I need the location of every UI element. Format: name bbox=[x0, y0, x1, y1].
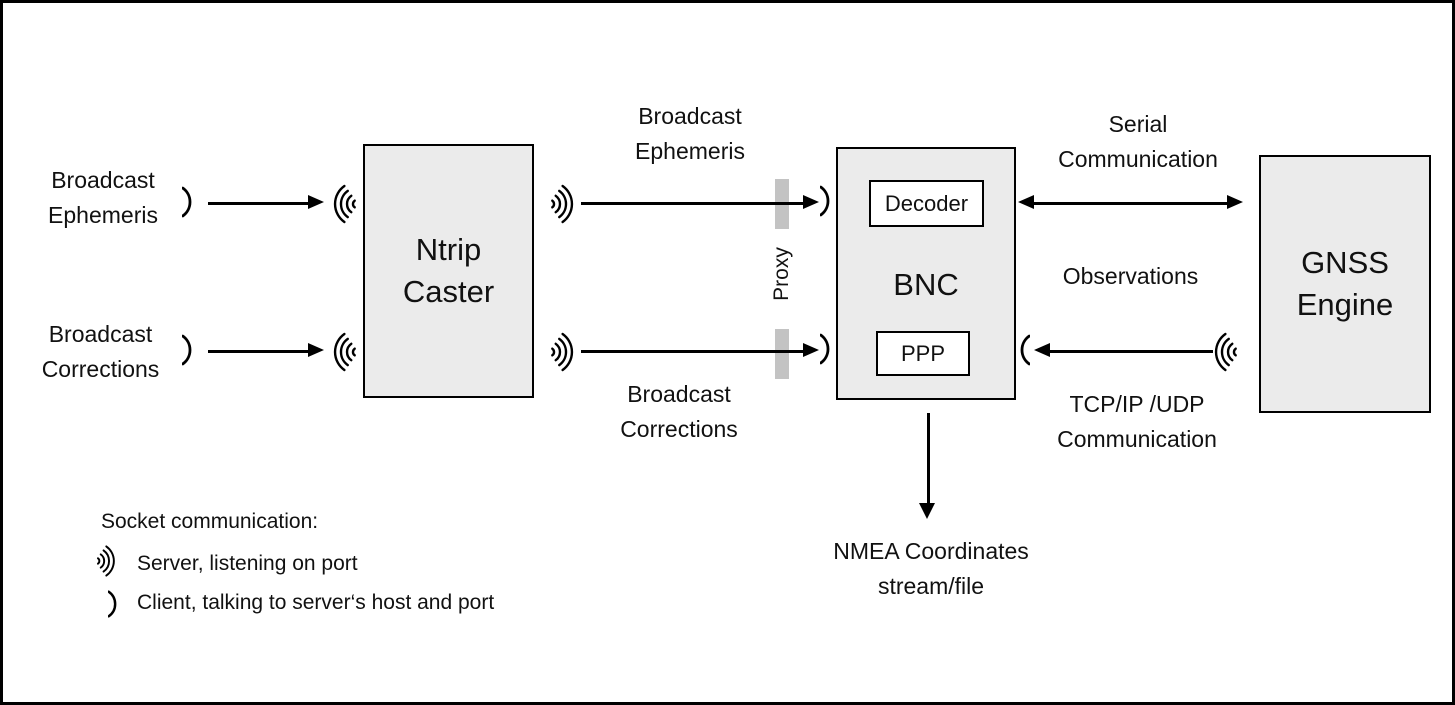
box-title-line: Ntrip bbox=[415, 232, 482, 267]
label-tcpip-udp-communication: TCP/IP /UDP Communication bbox=[1031, 387, 1243, 457]
arrowhead-down bbox=[919, 503, 935, 519]
legend-server-description: Server, listening on port bbox=[137, 552, 358, 575]
client-socket-icon bbox=[1020, 333, 1031, 372]
arrow-ephemeris-to-caster bbox=[208, 202, 308, 205]
label-line: Broadcast bbox=[51, 167, 155, 193]
server-signal-icon bbox=[93, 544, 117, 583]
label-line: Ephemeris bbox=[48, 202, 158, 228]
decoder-box: Decoder bbox=[869, 180, 984, 227]
arrowhead-right bbox=[1227, 195, 1243, 209]
arrowhead-left bbox=[1034, 343, 1050, 357]
client-socket-icon bbox=[819, 332, 830, 371]
server-signal-icon bbox=[332, 183, 360, 230]
server-signal-icon bbox=[1213, 331, 1241, 378]
label-line: Broadcast bbox=[48, 321, 153, 347]
legend-client-description: Client, talking to server‘s host and por… bbox=[137, 591, 495, 614]
decoder-label: Decoder bbox=[884, 190, 969, 216]
label-line: Observations bbox=[1062, 263, 1199, 289]
client-socket-icon bbox=[107, 589, 117, 624]
label-line: Ephemeris bbox=[635, 138, 745, 164]
label-broadcast-corrections-flow: Broadcast Corrections bbox=[604, 377, 754, 447]
arrowhead-right bbox=[803, 343, 819, 357]
server-signal-icon bbox=[332, 331, 360, 378]
label-line: Serial bbox=[1108, 111, 1168, 137]
label-line: Corrections bbox=[41, 356, 160, 382]
arrow-caster-to-bnc-top bbox=[581, 202, 803, 205]
label-proxy: Proxy bbox=[770, 247, 793, 301]
arrowhead-left bbox=[1018, 195, 1034, 209]
label-observations: Observations bbox=[1033, 263, 1228, 289]
label-broadcast-ephemeris-flow: Broadcast Ephemeris bbox=[615, 99, 765, 169]
label-line: NMEA Coordinates bbox=[833, 538, 1029, 564]
label-line: stream/file bbox=[877, 573, 985, 599]
server-signal-icon bbox=[547, 183, 575, 230]
label-line: Broadcast bbox=[627, 381, 731, 407]
arrow-caster-to-bnc-bottom bbox=[581, 350, 803, 353]
server-signal-icon bbox=[547, 331, 575, 378]
label-broadcast-corrections-source: Broadcast Corrections bbox=[23, 317, 178, 387]
label-line: Communication bbox=[1058, 146, 1218, 172]
arrow-corrections-to-caster bbox=[208, 350, 308, 353]
label-line: Broadcast bbox=[638, 103, 742, 129]
bnc-title: BNC bbox=[838, 264, 1014, 306]
ppp-box: PPP bbox=[876, 331, 970, 376]
legend-title: Socket communication: bbox=[101, 510, 319, 533]
box-title-line: Caster bbox=[402, 274, 495, 309]
gnss-engine-box: GNSS Engine bbox=[1259, 155, 1431, 413]
arrow-bnc-to-nmea bbox=[927, 413, 930, 503]
label-line: Corrections bbox=[620, 416, 738, 442]
label-nmea-output: NMEA Coordinates stream/file bbox=[816, 534, 1046, 604]
ntrip-caster-box: Ntrip Caster bbox=[363, 144, 534, 398]
arrowhead-right bbox=[803, 195, 819, 209]
box-title-line: GNSS bbox=[1301, 245, 1389, 280]
gnss-engine-title: GNSS Engine bbox=[1297, 242, 1394, 326]
label-broadcast-ephemeris-source: Broadcast Ephemeris bbox=[28, 163, 178, 233]
box-title-line: BNC bbox=[893, 267, 959, 302]
ntrip-caster-title: Ntrip Caster bbox=[403, 229, 494, 313]
ppp-label: PPP bbox=[900, 340, 946, 366]
label-line: Communication bbox=[1057, 426, 1217, 452]
client-socket-icon bbox=[181, 185, 192, 224]
arrow-observations bbox=[1050, 350, 1213, 353]
arrow-serial-communication bbox=[1034, 202, 1227, 205]
client-socket-icon bbox=[819, 184, 830, 223]
bnc-box: Decoder BNC PPP bbox=[836, 147, 1016, 400]
client-socket-icon bbox=[181, 333, 192, 372]
proxy-bar-bottom bbox=[775, 329, 789, 379]
label-line: TCP/IP /UDP bbox=[1069, 391, 1205, 417]
arrowhead-right bbox=[308, 343, 324, 357]
label-serial-communication: Serial Communication bbox=[1033, 107, 1243, 177]
box-title-line: Engine bbox=[1296, 287, 1394, 322]
arrowhead-right bbox=[308, 195, 324, 209]
